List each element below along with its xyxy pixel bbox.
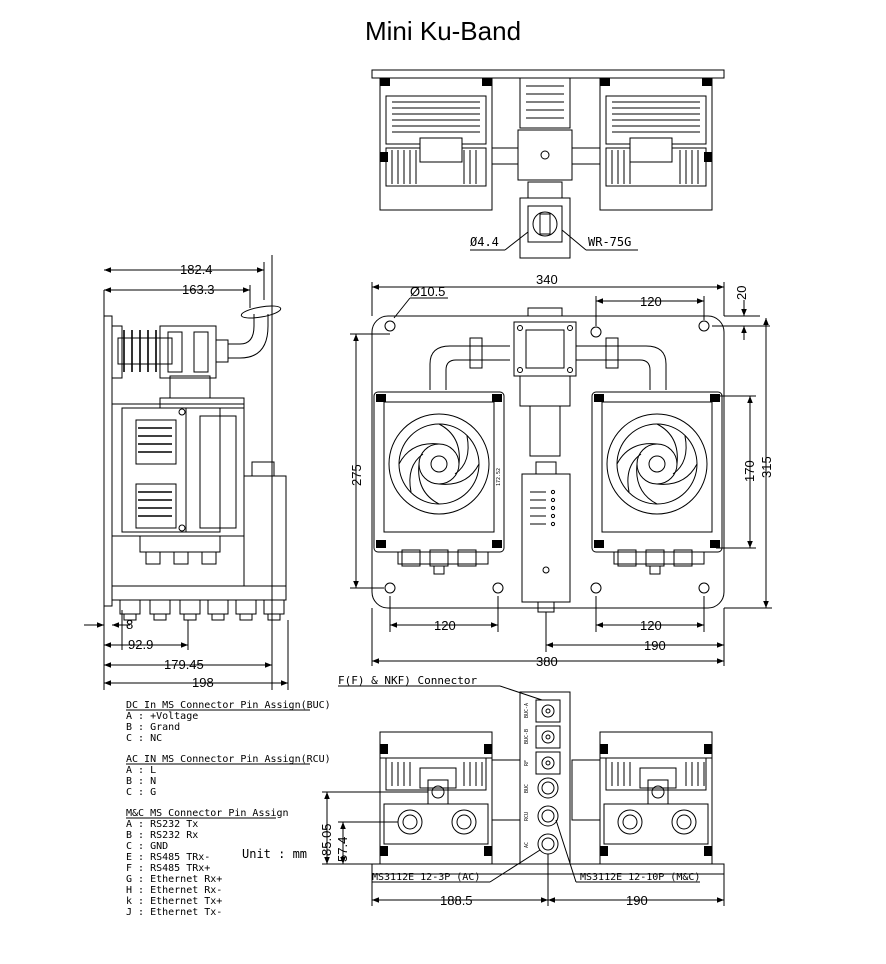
dim-85-05: 85.05 <box>319 823 334 856</box>
mc-item: C : GND <box>126 841 168 852</box>
ac-item: C : G <box>126 787 156 798</box>
mc-item: B : RS232 Rx <box>126 830 198 841</box>
mc-item: E : RS485 TRx- <box>126 852 210 863</box>
dim-275: 275 <box>349 464 364 486</box>
dc-item: C : NC <box>126 733 162 744</box>
front-view: 340 Ø10.5 120 20 275 170 <box>349 272 774 669</box>
dc-title: DC In MS Connector Pin Assign(BUC) <box>126 700 331 711</box>
port-label-buc-b: BUC-B <box>524 729 530 744</box>
dim-57-4: 57.4 <box>335 837 350 862</box>
connector-title: F(F) & NKF) Connector <box>338 674 477 687</box>
port-label-rcu: RCU <box>524 812 530 821</box>
mount-hole <box>590 582 602 594</box>
dim-182-4: 182.4 <box>180 262 213 277</box>
ac-item: A : L <box>126 765 156 776</box>
mc-title: M&C MS Connector Pin Assign <box>126 808 289 819</box>
port-label-buc: BUC <box>524 784 530 793</box>
dim-120-bottom-right: 120 <box>640 618 662 633</box>
dc-item: A : +Voltage <box>126 711 198 722</box>
side-view: 182.4 163.3 <box>84 255 289 690</box>
dc-item: B : Grand <box>126 722 180 733</box>
mc-item: A : RS232 Tx <box>126 819 198 830</box>
dim-120-bottom-left: 120 <box>434 618 456 633</box>
ac-title: AC IN MS Connector Pin Assign(RCU) <box>126 754 331 765</box>
mc-item: J : Ethernet Tx- <box>126 907 222 918</box>
mount-hole <box>492 582 504 594</box>
top-view: Ø4.4 WR-75G <box>371 69 725 259</box>
callout-ac-connector: MS3112E 12-3P (AC) <box>372 872 480 883</box>
dim-380: 380 <box>536 654 558 669</box>
mount-hole <box>698 582 710 594</box>
drawing-title: Mini Ku-Band <box>364 16 522 46</box>
dim-170: 170 <box>742 460 757 482</box>
mount-hole <box>384 320 396 332</box>
ac-item: B : N <box>126 776 156 787</box>
pin-assign-notes: DC In MS Connector Pin Assign(BUC) A : +… <box>126 700 331 918</box>
port-label-rf: RF <box>524 760 530 766</box>
bottom-view: F(F) & NKF) Connector <box>242 674 725 908</box>
mount-hole <box>384 582 396 594</box>
port-label-buc-a: BUC-A <box>524 703 530 718</box>
mount-hole <box>698 320 710 332</box>
hole-diameter-label-front: Ø10.5 <box>410 284 445 299</box>
dim-20: 20 <box>734 286 749 300</box>
waveguide-label: WR-75G <box>588 235 631 249</box>
dim-198: 198 <box>192 675 214 690</box>
unit-label: Unit : mm <box>242 847 307 861</box>
dim-315: 315 <box>759 456 774 478</box>
dim-120-top: 120 <box>640 294 662 309</box>
dim-163-3: 163.3 <box>182 282 215 297</box>
mount-hole <box>590 326 602 338</box>
dim-188-5: 188.5 <box>440 893 473 908</box>
dim-92-9: 92.9 <box>128 637 153 652</box>
mc-item: H : Ethernet Rx- <box>126 885 222 896</box>
hole-diameter-label-top: Ø4.4 <box>470 235 499 249</box>
dim-340: 340 <box>536 272 558 287</box>
port-label-ac: AC <box>524 842 530 848</box>
mc-item: G : Ethernet Rx+ <box>126 874 222 885</box>
fan-label: 172.52 <box>496 468 502 486</box>
dim-190-front: 190 <box>644 638 666 653</box>
dim-179-45: 179.45 <box>164 657 204 672</box>
mc-item: k : Ethernet Tx+ <box>126 896 222 907</box>
callout-mc-connector: MS3112E 12-10P (M&C) <box>580 872 700 883</box>
mc-item: F : RS485 TRx+ <box>126 863 210 874</box>
dim-8: 8 <box>126 617 133 632</box>
dim-190-bottom: 190 <box>626 893 648 908</box>
